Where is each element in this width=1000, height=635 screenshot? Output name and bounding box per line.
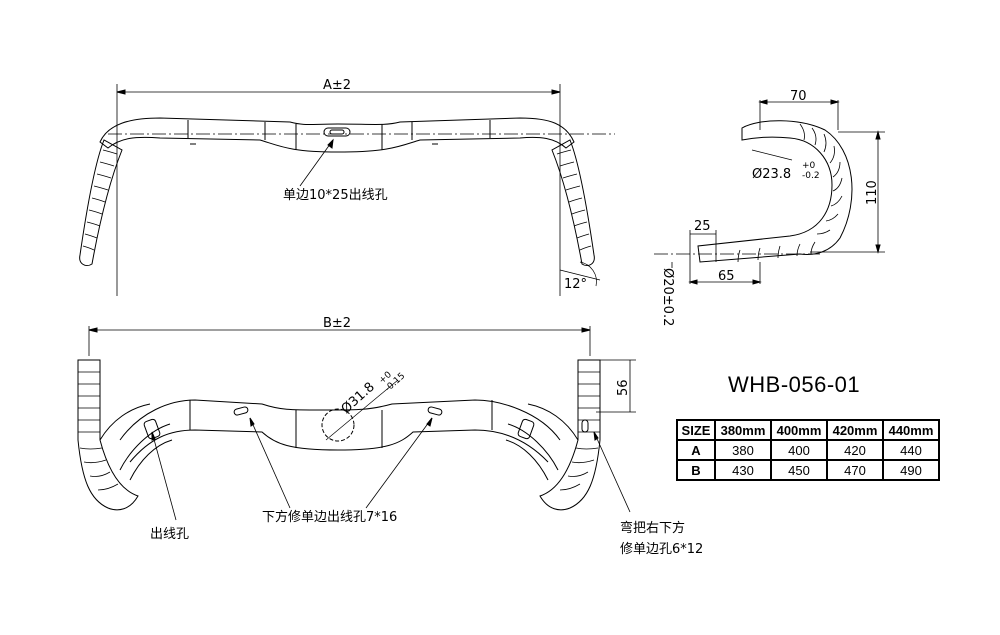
note-drop-hole-line2: 修单边孔6*12 [620, 542, 703, 557]
header-cell: SIZE [676, 419, 716, 441]
top-view: A±2 12° [79, 78, 615, 296]
dim-bar-dia-label: Ø20±0.2 [660, 268, 675, 326]
size-table-header: SIZE 380mm 400mm 420mm 440mm [676, 419, 940, 441]
note-drop-hole-line1: 弯把右下方 [620, 520, 685, 536]
dim-angle-label: 12° [564, 277, 587, 292]
row-label: A [676, 439, 716, 461]
note-top-hole: 单边10*25出线孔 [283, 188, 388, 203]
dim-ramp-dia-tol-up: +0 [802, 161, 816, 171]
row-label: B [676, 459, 716, 481]
table-cell: 430 [714, 459, 772, 481]
dim-ramp-dia-tol-dn: -0.2 [802, 171, 820, 181]
dim-a-label: A±2 [323, 78, 351, 93]
dim-clamp-dia-base: Ø31.8 [339, 380, 378, 417]
dim-b-label: B±2 [323, 316, 351, 331]
dim-hood-label: 56 [616, 379, 631, 396]
table-cell: 470 [826, 459, 884, 481]
dim-clamp-len-label: 25 [694, 219, 711, 234]
table-cell: 420 [826, 439, 884, 461]
header-cell: 420mm [826, 419, 884, 441]
header-cell: 400mm [770, 419, 828, 441]
dim-lower-len-label: 65 [718, 269, 735, 284]
header-cell: 380mm [714, 419, 772, 441]
table-cell: 450 [770, 459, 828, 481]
side-view: 70 110 Ø23.8 +0 -0.2 25 65 Ø2 [654, 89, 885, 326]
model-title: WHB-056-01 [728, 372, 861, 397]
dim-drop-label: 110 [865, 180, 880, 205]
table-cell: 380 [714, 439, 772, 461]
header-cell: 440mm [882, 419, 940, 441]
table-row: A 380 400 420 440 [676, 439, 940, 461]
front-view: B±2 56 [77, 316, 703, 557]
dim-reach-label: 70 [790, 89, 807, 104]
table-cell: 490 [882, 459, 940, 481]
dim-ramp-dia-base: Ø23.8 [752, 167, 791, 182]
table-cell: 400 [770, 439, 828, 461]
size-table: SIZE 380mm 400mm 420mm 440mm A 380 400 4… [676, 419, 940, 481]
note-left-hole: 出线孔 [150, 527, 189, 542]
table-row: B 430 450 470 490 [676, 459, 940, 481]
note-bottom-hole: 下方修单边出线孔7*16 [262, 509, 397, 525]
table-cell: 440 [882, 439, 940, 461]
